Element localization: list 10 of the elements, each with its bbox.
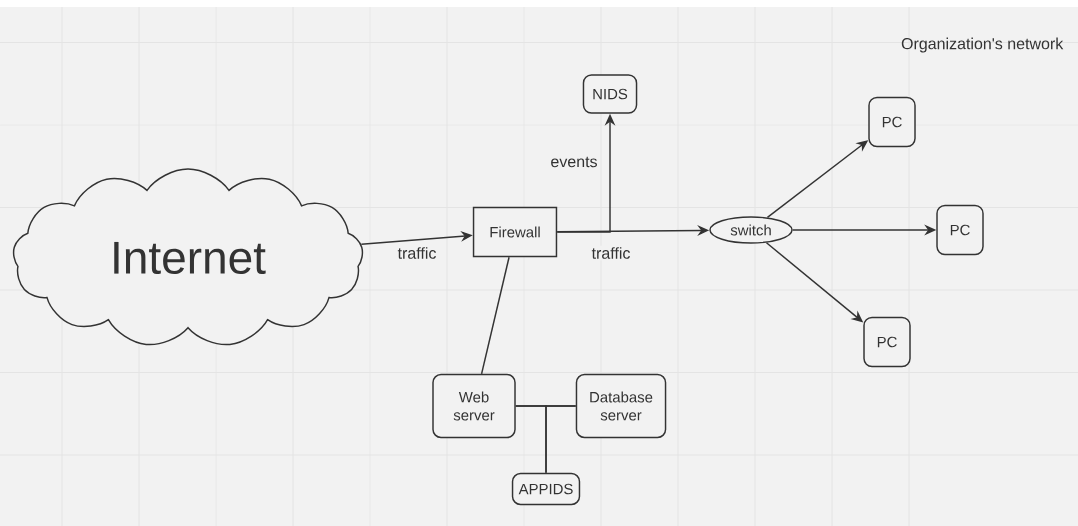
rounded-box: Database server — [575, 373, 667, 439]
process-box: Firewall — [472, 206, 558, 258]
region-label: Organization's network — [901, 37, 1064, 53]
rounded-box: PC — [936, 204, 984, 256]
rounded-box: APPIDS — [511, 472, 581, 506]
rounded-box: NIDS — [582, 74, 638, 114]
edge-label: events — [549, 155, 599, 169]
rounded-box: PC — [863, 316, 911, 368]
rounded-box: PC — [868, 96, 916, 148]
rounded-box: Web server — [432, 373, 516, 439]
